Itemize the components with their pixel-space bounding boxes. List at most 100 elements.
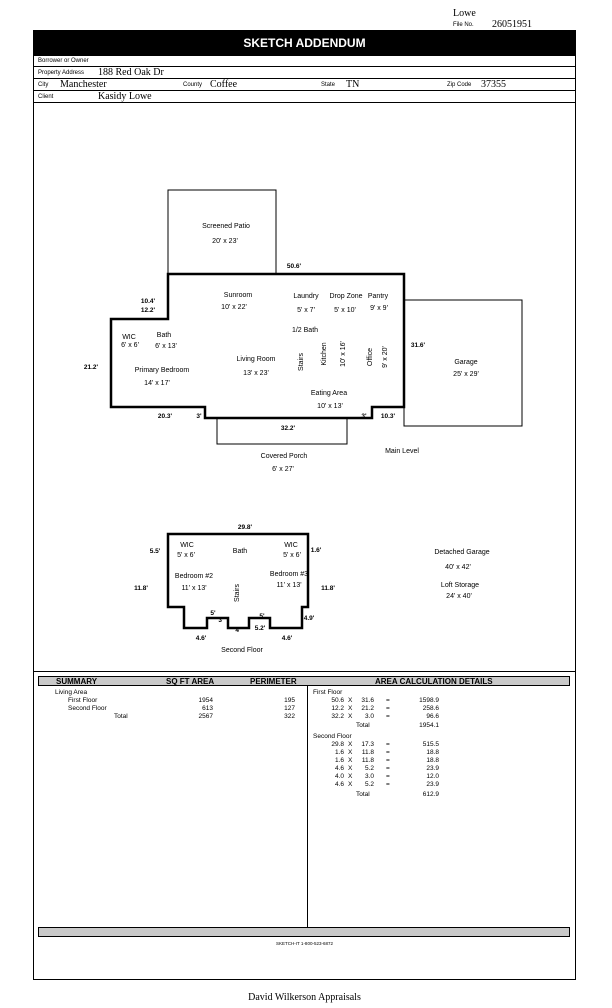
calc-cell: 29.8	[331, 741, 344, 748]
calc-second-total: 612.9	[422, 791, 439, 798]
covered-porch-dim: 6' x 27'	[272, 466, 294, 473]
file-no: 26051951	[492, 19, 532, 30]
calc-cell: =	[386, 705, 390, 712]
dim-32-2: 32.2'	[281, 425, 296, 432]
calc-cell: X	[348, 765, 353, 772]
calc-cell: 11.8	[361, 749, 374, 756]
city-row: City Manchester County Coffee State TN Z…	[33, 79, 576, 91]
living-area-label: Living Area	[55, 689, 88, 696]
summary-row-perimeter: 127	[284, 705, 295, 712]
eating-area-dim: 10' x 13'	[317, 403, 343, 410]
calc-cell: =	[386, 713, 390, 720]
kitchen-label: Kitchen	[321, 342, 328, 365]
sunroom-label: Sunroom	[224, 292, 253, 299]
dim-5-5: 5.5'	[150, 548, 161, 555]
summary-row-perimeter: 195	[284, 697, 295, 704]
calc-cell: 23.9	[426, 765, 439, 772]
page-title: SKETCH ADDENDUM	[33, 30, 576, 56]
garage-dim: 25' x 29'	[453, 371, 479, 378]
calc-cell: 32.2	[331, 713, 344, 720]
calc-cell: 4.6	[334, 781, 344, 788]
dim-5-2: 5.2'	[255, 625, 266, 632]
dim-12-2: 12.2'	[141, 307, 156, 314]
state-value: TN	[346, 79, 360, 90]
dim-3-left: 3'	[196, 413, 202, 420]
dim-11-8-right: 11.8'	[321, 585, 335, 592]
sqft-header-label: SQ FT AREA	[166, 677, 215, 686]
laundry-dim: 5' x 7'	[297, 307, 315, 314]
calc-cell: X	[348, 781, 353, 788]
calc-cell: 31.6	[361, 697, 374, 704]
calc-cell: 5.2	[364, 765, 374, 772]
summary-column-divider	[307, 676, 308, 927]
main-level-outline	[109, 272, 406, 420]
bath-label: Bath	[157, 332, 172, 339]
property-row: Property Address 188 Red Oak Dr	[33, 67, 576, 79]
wic-label: WIC	[122, 334, 136, 341]
screened-patio-outline	[167, 189, 277, 275]
calc-first-total-label: Total	[356, 722, 370, 729]
perimeter-header-label: PERIMETER	[250, 677, 297, 686]
calc-cell: =	[386, 781, 390, 788]
half-bath-label: 1/2 Bath	[292, 327, 318, 334]
dim-10-3: 10.3'	[381, 413, 396, 420]
living-room-label: Living Room	[237, 356, 276, 363]
county-label: County	[183, 82, 203, 88]
county-value: Coffee	[210, 79, 238, 90]
calc-cell: 23.9	[426, 781, 439, 788]
calc-cell: =	[386, 697, 390, 704]
bath-2-label: Bath	[233, 548, 248, 555]
detached-garage-dim: 40' x 42'	[445, 564, 471, 571]
client-row: Client Kasidy Lowe	[33, 91, 576, 103]
calc-cell: X	[348, 773, 353, 780]
stairs-2-label: Stairs	[234, 584, 241, 602]
calc-first-floor-label: First Floor	[313, 689, 343, 696]
summary-row-label: Second Floor	[68, 705, 107, 712]
office-dim: 9' x 20'	[382, 346, 389, 368]
dim-5-a: 5'	[210, 610, 216, 617]
main-level-label: Main Level	[385, 448, 419, 455]
calc-cell: X	[348, 749, 353, 756]
dim-5-b: 5'	[259, 613, 265, 620]
calc-cell: X	[348, 697, 353, 704]
wic-left-dim: 5' x 6'	[177, 552, 195, 559]
calc-header-label: AREA CALCULATION DETAILS	[375, 677, 493, 686]
dim-1-6: 1.6'	[311, 547, 322, 554]
drop-zone-dim: 5' x 10'	[334, 307, 356, 314]
calc-cell: =	[386, 765, 390, 772]
state-label: State	[321, 82, 336, 88]
bedroom-3-label: Bedroom #3	[270, 571, 308, 578]
garage-label: Garage	[454, 359, 477, 366]
footer-bar	[38, 927, 570, 937]
calc-second-floor-label: Second Floor	[313, 733, 352, 740]
dim-3: 3'	[218, 617, 224, 624]
detached-garage-label: Detached Garage	[434, 549, 489, 556]
laundry-label: Laundry	[293, 293, 319, 300]
property-value: 188 Red Oak Dr	[98, 67, 164, 78]
calc-cell: =	[386, 749, 390, 756]
screened-patio-dim: 20' x 23'	[212, 238, 238, 245]
calc-cell: 1.6	[334, 757, 344, 764]
second-floor-outline	[166, 532, 310, 630]
file-no-label: File No.	[453, 22, 474, 28]
city-value: Manchester	[60, 79, 107, 90]
borrower-row: Borrower or Owner	[33, 56, 576, 67]
dim-4-6-right: 4.6'	[282, 635, 293, 642]
calc-cell: 11.8	[361, 757, 374, 764]
calc-cell: 5.2	[364, 781, 374, 788]
wic-left-label: WIC	[180, 542, 194, 549]
calc-cell: 96.6	[426, 713, 439, 720]
calc-cell: 1598.9	[419, 697, 439, 704]
dim-4-6-left: 4.6'	[196, 635, 207, 642]
wic-right-label: WIC	[284, 542, 298, 549]
kitchen-dim: 10' x 16'	[340, 341, 347, 367]
calc-cell: =	[386, 757, 390, 764]
stairs-label: Stairs	[298, 353, 305, 371]
calc-cell: 258.6	[422, 705, 439, 712]
bedroom-2-dim: 11' x 13'	[181, 585, 206, 592]
wic-dim: 6' x 6'	[121, 342, 139, 349]
city-label: City	[38, 82, 49, 88]
summary-divider	[33, 671, 576, 672]
client-value: Kasidy Lowe	[98, 91, 152, 102]
second-floor-label: Second Floor	[221, 647, 263, 654]
